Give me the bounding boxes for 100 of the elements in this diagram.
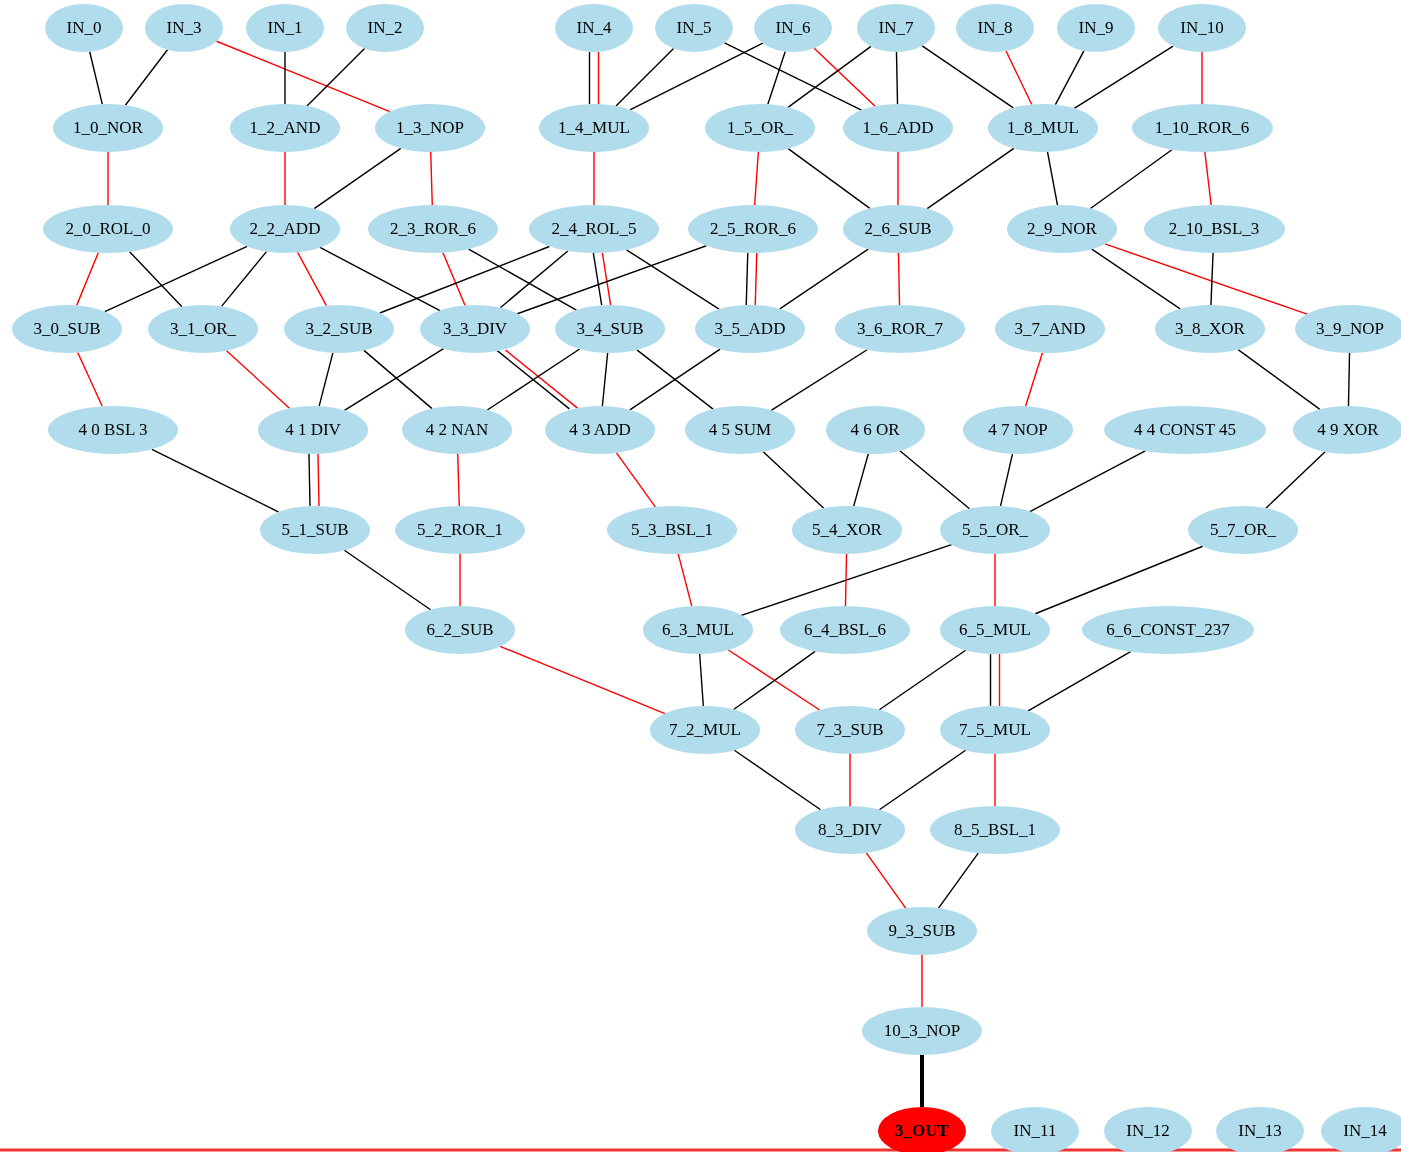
connector-line (897, 252, 901, 306)
connector-line (343, 549, 432, 611)
connector-line (499, 250, 569, 309)
ellipse-node: IN_13 (1215, 1107, 1305, 1152)
ellipse-node: 7_3_SUB (795, 706, 905, 754)
connector-line (615, 452, 656, 508)
connector-line (592, 252, 603, 306)
ellipse-node: 1_5_OR_ (705, 104, 815, 152)
connector-line (284, 51, 286, 105)
connector-line (442, 252, 466, 307)
connector-line (899, 450, 971, 510)
connector-line (926, 147, 1015, 210)
connector-line (597, 51, 600, 105)
connector-line (1204, 151, 1212, 206)
ellipse-node: 9_3_SUB (867, 907, 977, 955)
ellipse-node: 6_5_MUL (940, 606, 1050, 654)
ellipse-node: 2_3_ROR_6 (367, 205, 499, 253)
connector-line (698, 653, 705, 707)
connector-line (296, 251, 328, 307)
connector-line (343, 347, 445, 412)
ellipse-node: 5_3_BSL_1 (606, 506, 738, 554)
ellipse-node: 1_8_MUL (988, 104, 1098, 152)
ellipse-node: 2_6_SUB (843, 205, 953, 253)
connector-line (486, 348, 581, 411)
connector-line (601, 352, 609, 407)
ellipse-node: 5_4_XOR (792, 506, 902, 554)
ellipse-node: 5_2_ROR_1 (394, 506, 526, 554)
connector-line (767, 50, 786, 105)
connector-line (999, 453, 1014, 507)
connector-line (284, 151, 286, 206)
ellipse-node: 2_5_ROR_6 (687, 205, 819, 253)
ellipse-node: 10_3_NOP (862, 1007, 982, 1055)
connector-line (629, 348, 721, 411)
ellipse-node: 3_6_ROR_7 (834, 305, 966, 353)
connector-line (770, 349, 868, 411)
ellipse-node: IN_14 (1320, 1107, 1401, 1152)
connector-line (1054, 50, 1085, 106)
connector-line (878, 749, 967, 811)
connector-line (128, 250, 183, 308)
ellipse-node: 4 6 OR (825, 406, 925, 454)
ellipse-node: 7_2_MUL (650, 706, 760, 754)
connector-line (467, 248, 578, 311)
ellipse-node: 8_3_DIV (795, 806, 905, 854)
ellipse-node: 4 1 DIV (258, 406, 368, 454)
ellipse-node: 3_7_AND (995, 305, 1105, 353)
connector-line (319, 246, 441, 312)
connector-line (787, 45, 872, 109)
connector-line (457, 453, 460, 507)
connector-line (787, 147, 871, 210)
ellipse-node: 1_10_ROR_6 (1131, 104, 1273, 152)
ellipse-node: IN_5 (655, 4, 733, 52)
connector-line (1210, 252, 1214, 306)
ellipse-node: 6_4_BSL_6 (779, 606, 911, 654)
connector-line (89, 51, 103, 105)
connector-line (779, 248, 869, 310)
ellipse-node: IN_7 (857, 4, 935, 52)
ellipse-node: IN_12 (1103, 1107, 1193, 1152)
ellipse-node: 2_0_ROL_0 (42, 205, 174, 253)
ellipse-node: 3_5_ADD (695, 305, 805, 353)
connector-line (754, 252, 758, 306)
ellipse-node: 4 2 NAN (402, 406, 512, 454)
connector-line (625, 249, 720, 310)
connector-line (849, 753, 851, 807)
ellipse-node: IN_9 (1057, 4, 1135, 52)
connector-line (430, 151, 433, 206)
connector-line (762, 451, 825, 509)
ellipse-node: IN_3 (145, 4, 223, 52)
connector-line (225, 349, 291, 410)
ellipse-node: 3_0_SUB (12, 305, 122, 353)
connector-line (76, 252, 99, 307)
ellipse-node: 6_6_CONST_237 (1081, 606, 1255, 654)
ellipse-node: 2_10_BSL_3 (1143, 205, 1285, 253)
ellipse-node: IN_4 (555, 4, 633, 52)
ellipse-node: 5_1_SUB (260, 506, 370, 554)
ellipse-node: 1_0_NOR (53, 104, 163, 152)
connector-line (733, 749, 822, 811)
connector-line (921, 45, 1015, 109)
ellipse-node: 8_5_BSL_1 (929, 806, 1061, 854)
connector-line (459, 553, 461, 607)
ellipse-node: 5_7_OR_ (1188, 506, 1298, 554)
connector-line (994, 753, 996, 807)
connector-line (215, 40, 391, 113)
connector-line (989, 653, 992, 707)
ellipse-node: IN_10 (1157, 4, 1247, 52)
connector-line (813, 47, 876, 107)
ellipse-node: 3_OUT (877, 1107, 967, 1152)
connector-line (629, 42, 764, 111)
connector-line (504, 349, 580, 410)
ellipse-node: 3_3_DIV (420, 305, 530, 353)
ellipse-node: 4 0 BSL 3 (47, 406, 179, 454)
ellipse-node: 1_4_MUL (539, 104, 649, 152)
connector-line (920, 1055, 924, 1107)
ellipse-node: IN_0 (45, 4, 123, 52)
connector-line (1005, 50, 1033, 106)
connector-line (124, 49, 169, 106)
ellipse-node: 1_2_AND (230, 104, 340, 152)
connector-line (636, 349, 714, 410)
connector-line (998, 653, 1001, 707)
connector-line (745, 252, 749, 306)
connector-line (740, 543, 953, 617)
